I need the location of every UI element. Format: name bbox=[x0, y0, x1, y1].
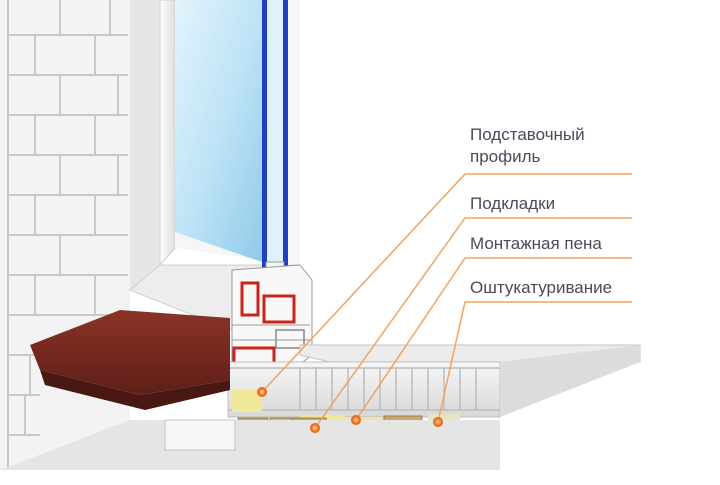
label-mounting-foam: Монтажная пена bbox=[470, 234, 602, 253]
marker-plaster bbox=[433, 417, 443, 427]
label-plastering: Оштукатуривание bbox=[470, 278, 613, 297]
marker-support-profile bbox=[257, 387, 267, 397]
marker-shims bbox=[310, 423, 320, 433]
leader-lines bbox=[261, 173, 632, 429]
wall-base bbox=[0, 419, 500, 470]
outer-sill bbox=[30, 310, 230, 410]
callout-markers bbox=[257, 387, 443, 433]
label-support-profile: Подставочный профиль bbox=[470, 124, 585, 168]
label-support-profile-line1: Подставочный bbox=[470, 125, 585, 144]
pvc-profile bbox=[231, 264, 313, 376]
marker-foam bbox=[351, 415, 361, 425]
label-shims: Подкладки bbox=[470, 194, 556, 213]
label-support-profile-line2: профиль bbox=[470, 147, 541, 166]
